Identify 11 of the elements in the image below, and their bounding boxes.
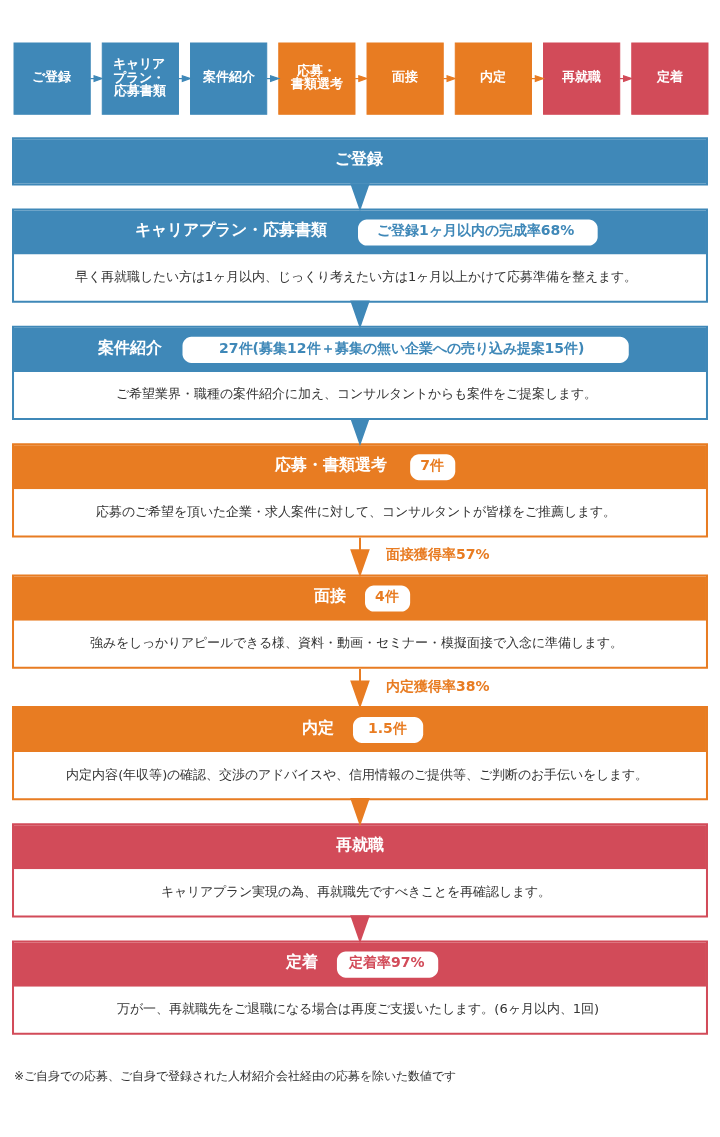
- edge-label: 内定獲得率38%: [386, 677, 490, 694]
- edge-label: 面接獲得率57%: [386, 546, 490, 563]
- node-box: 定着: [631, 42, 709, 115]
- node-box: 面接: [366, 42, 444, 115]
- node-box: ご登録: [13, 42, 91, 115]
- node-box: 応募・書類選考: [278, 42, 356, 115]
- node-box: 案件紹介: [190, 42, 268, 115]
- node-box: 内定: [454, 42, 532, 115]
- node-box: キャリアプラン・応募書類: [101, 42, 179, 115]
- label: ※ご自身での応募、ご自身で登録された人材紹介会社経由の応募を除いた数値です: [14, 1068, 457, 1083]
- node-box: 再就職: [543, 42, 621, 115]
